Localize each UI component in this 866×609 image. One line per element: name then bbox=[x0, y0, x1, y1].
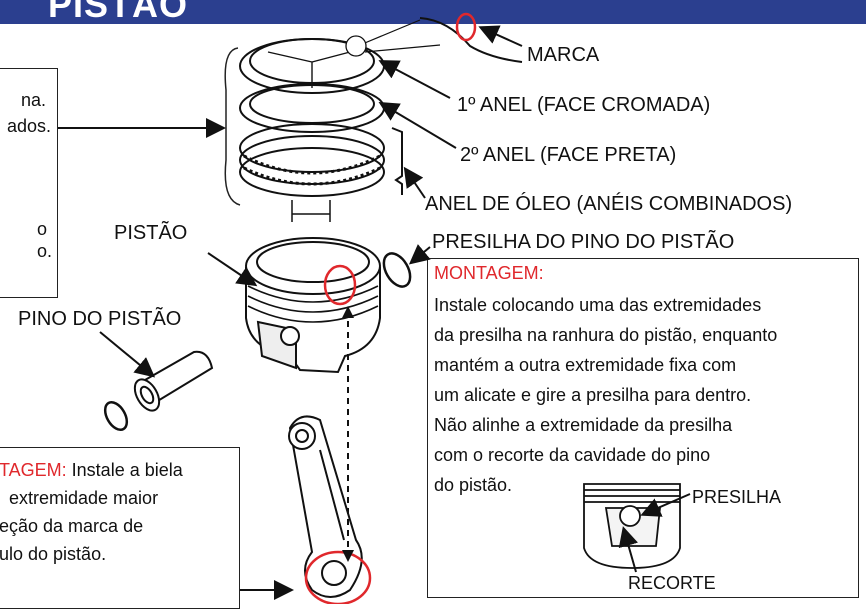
montagem-box: MONTAGEM: Instale colocando uma das extr… bbox=[427, 258, 859, 598]
biela-note-box: TAGEM: Instale a biela extremidade maior… bbox=[0, 447, 240, 609]
connecting-rod bbox=[288, 415, 363, 598]
label-oil-ring: ANEL DE ÓLEO (ANÉIS COMBINADOS) bbox=[425, 193, 793, 215]
label-second-ring: 2º ANEL (FACE PRETA) bbox=[460, 144, 677, 166]
header-bar: PISTÃO bbox=[0, 0, 866, 25]
label-piston-pin-clip: PRESILHA DO PINO DO PISTÃO bbox=[432, 231, 735, 253]
montagem-line-6: com o recorte da cavidade do pino bbox=[434, 445, 711, 465]
montagem-heading: MONTAGEM: bbox=[434, 263, 544, 283]
page-title: PISTÃO bbox=[48, 0, 189, 25]
piston-pin-clip bbox=[382, 252, 412, 288]
ring-note-line-1: na. bbox=[21, 90, 47, 110]
rod-red-circle bbox=[304, 550, 372, 604]
piston-red-circle bbox=[323, 264, 357, 306]
label-first-ring: 1º ANEL (FACE CROMADA) bbox=[457, 94, 711, 116]
pin-clip-left bbox=[103, 401, 129, 431]
biela-line-1: TAGEM: Instale a biela bbox=[0, 460, 183, 481]
ring-group-bracket bbox=[224, 47, 241, 206]
label-presilha: PRESILHA bbox=[692, 487, 782, 507]
ring-note-line-2: ados. bbox=[7, 116, 52, 136]
marca-detail bbox=[419, 17, 523, 63]
biela-line-2: extremidade maior bbox=[9, 488, 159, 508]
biela-heading: TAGEM: bbox=[0, 460, 67, 480]
label-piston: PISTÃO bbox=[114, 222, 188, 244]
label-recorte: RECORTE bbox=[628, 573, 716, 593]
biela-text-1: Instale a biela bbox=[66, 460, 183, 480]
biela-line-3: eção da marca de bbox=[0, 516, 144, 536]
first-ring bbox=[239, 38, 385, 94]
oil-ring bbox=[239, 123, 385, 197]
montagem-line-7: do pistão. bbox=[434, 475, 513, 495]
label-piston-pin: PINO DO PISTÃO bbox=[18, 308, 182, 330]
montagem-line-3: mantém a outra extremidade fixa com bbox=[434, 355, 737, 375]
montagem-line-4: um alicate e gire a presilha para dentro… bbox=[434, 385, 752, 405]
ring-note-box: na. ados. o o. bbox=[0, 68, 58, 298]
piston-pin bbox=[133, 350, 214, 412]
gap-dimension bbox=[291, 200, 331, 222]
montagem-line-1: Instale colocando uma das extremidades bbox=[434, 295, 762, 315]
ring-note-line-4: o. bbox=[37, 241, 53, 261]
second-ring bbox=[239, 83, 385, 133]
label-marca: MARCA bbox=[527, 44, 600, 66]
biela-line-4: ulo do pistão. bbox=[0, 544, 107, 564]
piston-body bbox=[245, 237, 381, 374]
montagem-line-2: da presilha na ranhura do pistão, enquan… bbox=[434, 325, 778, 345]
ring-note-line-3: o bbox=[37, 219, 48, 239]
montagem-line-5: Não alinhe a extremidade da presilha bbox=[434, 415, 733, 435]
oil-ring-brace bbox=[391, 127, 403, 195]
